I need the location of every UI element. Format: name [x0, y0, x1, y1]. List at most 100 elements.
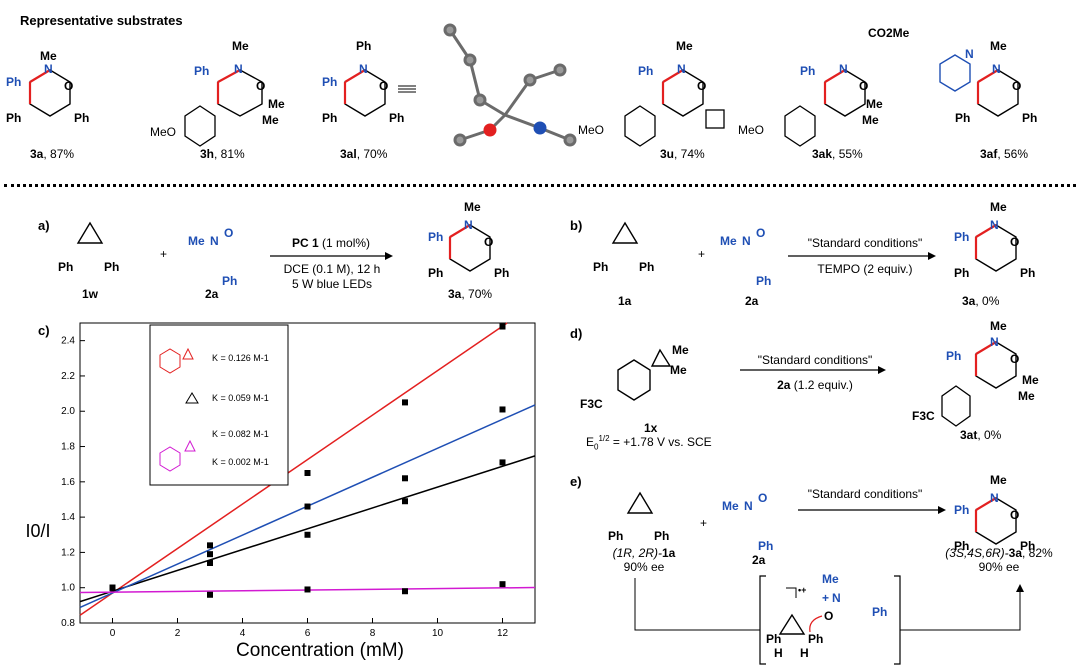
caption-3af: 3af, 56% — [980, 147, 1029, 161]
svg-text:Ph: Ph — [872, 605, 887, 619]
svg-text:Ph: Ph — [1020, 539, 1035, 553]
svg-text:O: O — [1012, 79, 1021, 93]
legend-structures — [159, 347, 199, 472]
structure-3ak: N O CO2Me Ph Me Me MeO — [738, 26, 910, 147]
data-point — [402, 475, 408, 482]
x-tick-label: 4 — [240, 628, 246, 639]
y-tick-label: 1.0 — [61, 583, 75, 594]
svg-text:N: N — [990, 335, 999, 349]
svg-text:O: O — [256, 79, 265, 93]
panel-a-condition-2: DCE (0.1 M), 12 h — [283, 262, 381, 276]
svg-text:F3C: F3C — [580, 397, 603, 411]
svg-text:•+: •+ — [798, 585, 806, 595]
svg-text:Ph: Ph — [356, 39, 371, 53]
structure-3a: N O Me Ph Ph Ph — [6, 49, 89, 125]
data-point — [499, 323, 506, 330]
data-point — [304, 503, 311, 510]
svg-text:Ph: Ph — [800, 64, 815, 78]
svg-text:Me: Me — [990, 200, 1007, 214]
data-point — [109, 584, 116, 591]
svg-text:Ph: Ph — [104, 260, 119, 274]
x-tick-label: 2 — [175, 628, 181, 639]
svg-text:Me: Me — [262, 113, 279, 127]
svg-text:N: N — [742, 234, 751, 248]
svg-text:O: O — [484, 235, 493, 249]
svg-text:Ph: Ph — [6, 75, 21, 89]
panel-a-reactant1: 1w — [82, 287, 99, 301]
y-tick-label: 0.8 — [61, 618, 75, 629]
svg-text:Me: Me — [188, 234, 205, 248]
y-tick-label: 2.4 — [61, 336, 75, 347]
panel-b-condition-2: TEMPO (2 equiv.) — [817, 262, 913, 276]
legend-entry: K = 0.002 M-1 — [212, 457, 269, 467]
svg-text:Me: Me — [990, 39, 1007, 53]
chart-legend — [149, 324, 289, 486]
data-point — [304, 531, 311, 538]
svg-text:N: N — [839, 62, 848, 76]
panel-d-scheme: Me Me F3C N O Me Ph Me Me F3C — [580, 320, 1039, 427]
svg-text:Ph: Ph — [1020, 266, 1035, 280]
series-fit-line — [79, 322, 508, 616]
legend-entry: K = 0.082 M-1 — [212, 429, 269, 439]
svg-text:Me: Me — [822, 572, 839, 586]
svg-text:O: O — [1010, 508, 1019, 522]
panel-b-condition-1: "Standard conditions" — [807, 236, 923, 250]
panel-d-condition-1: "Standard conditions" — [757, 353, 873, 367]
svg-text:N: N — [359, 62, 368, 76]
svg-text:O: O — [756, 226, 765, 240]
svg-text:+: + — [822, 591, 829, 605]
svg-text:Me: Me — [232, 39, 249, 53]
svg-text:Me: Me — [720, 234, 737, 248]
svg-text:Ph: Ph — [946, 349, 961, 363]
svg-text:MeO: MeO — [150, 125, 176, 139]
svg-text:N: N — [464, 218, 473, 232]
svg-text:+: + — [698, 247, 705, 261]
caption-3al: 3al, 70% — [340, 147, 388, 161]
svg-text:N: N — [234, 62, 243, 76]
x-tick-label: 10 — [432, 628, 444, 639]
caption-3a: 3a, 87% — [30, 147, 75, 161]
caption-3h: 3h, 81% — [200, 147, 245, 161]
svg-text:O: O — [379, 79, 388, 93]
panel-e-reactant1-ee: 90% ee — [623, 560, 665, 574]
svg-text:Ph: Ph — [74, 111, 89, 125]
data-point — [304, 586, 311, 593]
data-point — [402, 588, 408, 595]
y-tick-label: 2.0 — [61, 406, 75, 417]
x-tick-label: 6 — [305, 628, 311, 639]
panel-b-label: b) — [570, 218, 583, 233]
data-point — [207, 551, 213, 558]
structure-3u: N O Me Ph MeO — [578, 39, 725, 147]
data-point — [499, 459, 506, 466]
svg-text:Me: Me — [670, 363, 687, 377]
svg-text:CO2Me: CO2Me — [868, 26, 910, 40]
data-point — [207, 542, 213, 549]
y-axis-title: I0/I — [25, 521, 50, 541]
x-tick-label: 8 — [370, 628, 376, 639]
svg-text:Ph: Ph — [322, 111, 337, 125]
svg-text:O: O — [697, 79, 706, 93]
data-point — [499, 581, 506, 588]
data-point — [402, 399, 408, 406]
svg-text:+: + — [160, 247, 167, 261]
svg-text:N: N — [992, 62, 1001, 76]
data-point — [402, 498, 408, 505]
svg-text:Me: Me — [1018, 389, 1035, 403]
svg-text:N: N — [744, 499, 753, 513]
svg-text:Me: Me — [990, 473, 1007, 487]
caption-3u: 3u, 74% — [660, 147, 705, 161]
panel-c-label: c) — [38, 323, 50, 338]
svg-text:Me: Me — [722, 499, 739, 513]
svg-text:N: N — [677, 62, 686, 76]
svg-text:Me: Me — [990, 320, 1007, 333]
svg-text:Ph: Ph — [954, 503, 969, 517]
panel-d-reactant: 1x — [644, 421, 658, 435]
svg-text:Ph: Ph — [758, 539, 773, 553]
section-title: Representative substrates — [20, 13, 183, 28]
svg-text:Ph: Ph — [389, 111, 404, 125]
svg-text:Ph: Ph — [6, 111, 21, 125]
panel-a-catalyst: PC 1 (1 mol%) — [292, 236, 371, 250]
data-point — [207, 591, 213, 598]
